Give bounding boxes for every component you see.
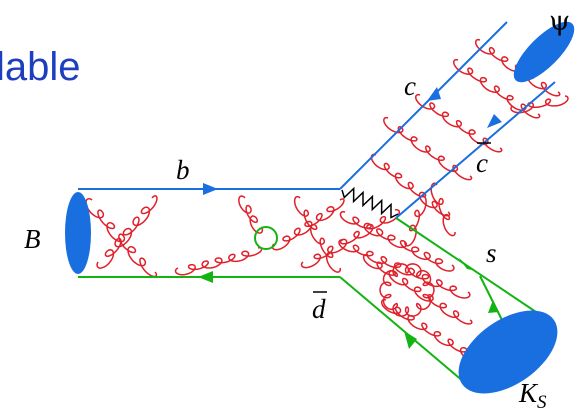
ks-inner-arrow — [488, 300, 499, 313]
ks-meson-blob — [458, 310, 558, 394]
gluon-line-17 — [452, 58, 541, 119]
b-meson-blob — [65, 192, 91, 274]
label-b-meson: B — [24, 224, 41, 254]
gluon-line-13 — [430, 182, 456, 237]
psi-meson-blob — [513, 21, 575, 83]
dbar-quark-arrow — [198, 271, 213, 283]
gluon-line-14 — [370, 153, 451, 217]
gluon-line-4 — [238, 195, 264, 234]
dbar-to-ks-arrow — [404, 331, 417, 349]
label-ks: KS — [518, 378, 547, 413]
quark-loop — [254, 226, 278, 250]
gluon-line-12 — [404, 195, 427, 247]
c-quark-arrow — [427, 87, 441, 101]
label-b-quark: b — [176, 155, 190, 185]
gluon-line-19 — [510, 95, 569, 114]
gluon-line-10 — [362, 253, 473, 325]
gluon-loop — [379, 263, 435, 317]
s-quark-arrow — [458, 257, 472, 270]
dbar-to-ks-line — [339, 276, 465, 383]
label-psi: ψ — [549, 6, 570, 37]
w-boson-line — [341, 186, 399, 219]
slide-title: lable — [0, 45, 81, 89]
gluon-line-6 — [293, 195, 342, 273]
gluon-line-2 — [96, 195, 158, 269]
label-c-quark: c — [404, 71, 416, 101]
cbar-quark-line — [395, 81, 556, 219]
ks-inner-line — [479, 275, 503, 321]
label-dbar-quark: d — [312, 294, 326, 324]
gluon-lines — [85, 38, 569, 363]
s-quark-line — [395, 217, 543, 317]
label-s-quark: s — [486, 238, 497, 268]
gluon-line-7 — [300, 208, 401, 269]
gluon-line-8 — [339, 211, 455, 272]
b-quark-arrow — [203, 183, 218, 195]
cbar-quark-arrow — [487, 114, 502, 128]
c-quark-line — [339, 21, 508, 190]
gluon-line-9 — [338, 239, 471, 299]
gluon-line-3 — [174, 246, 263, 276]
gluon-line-1 — [85, 197, 158, 278]
label-cbar-quark: c — [476, 148, 488, 178]
